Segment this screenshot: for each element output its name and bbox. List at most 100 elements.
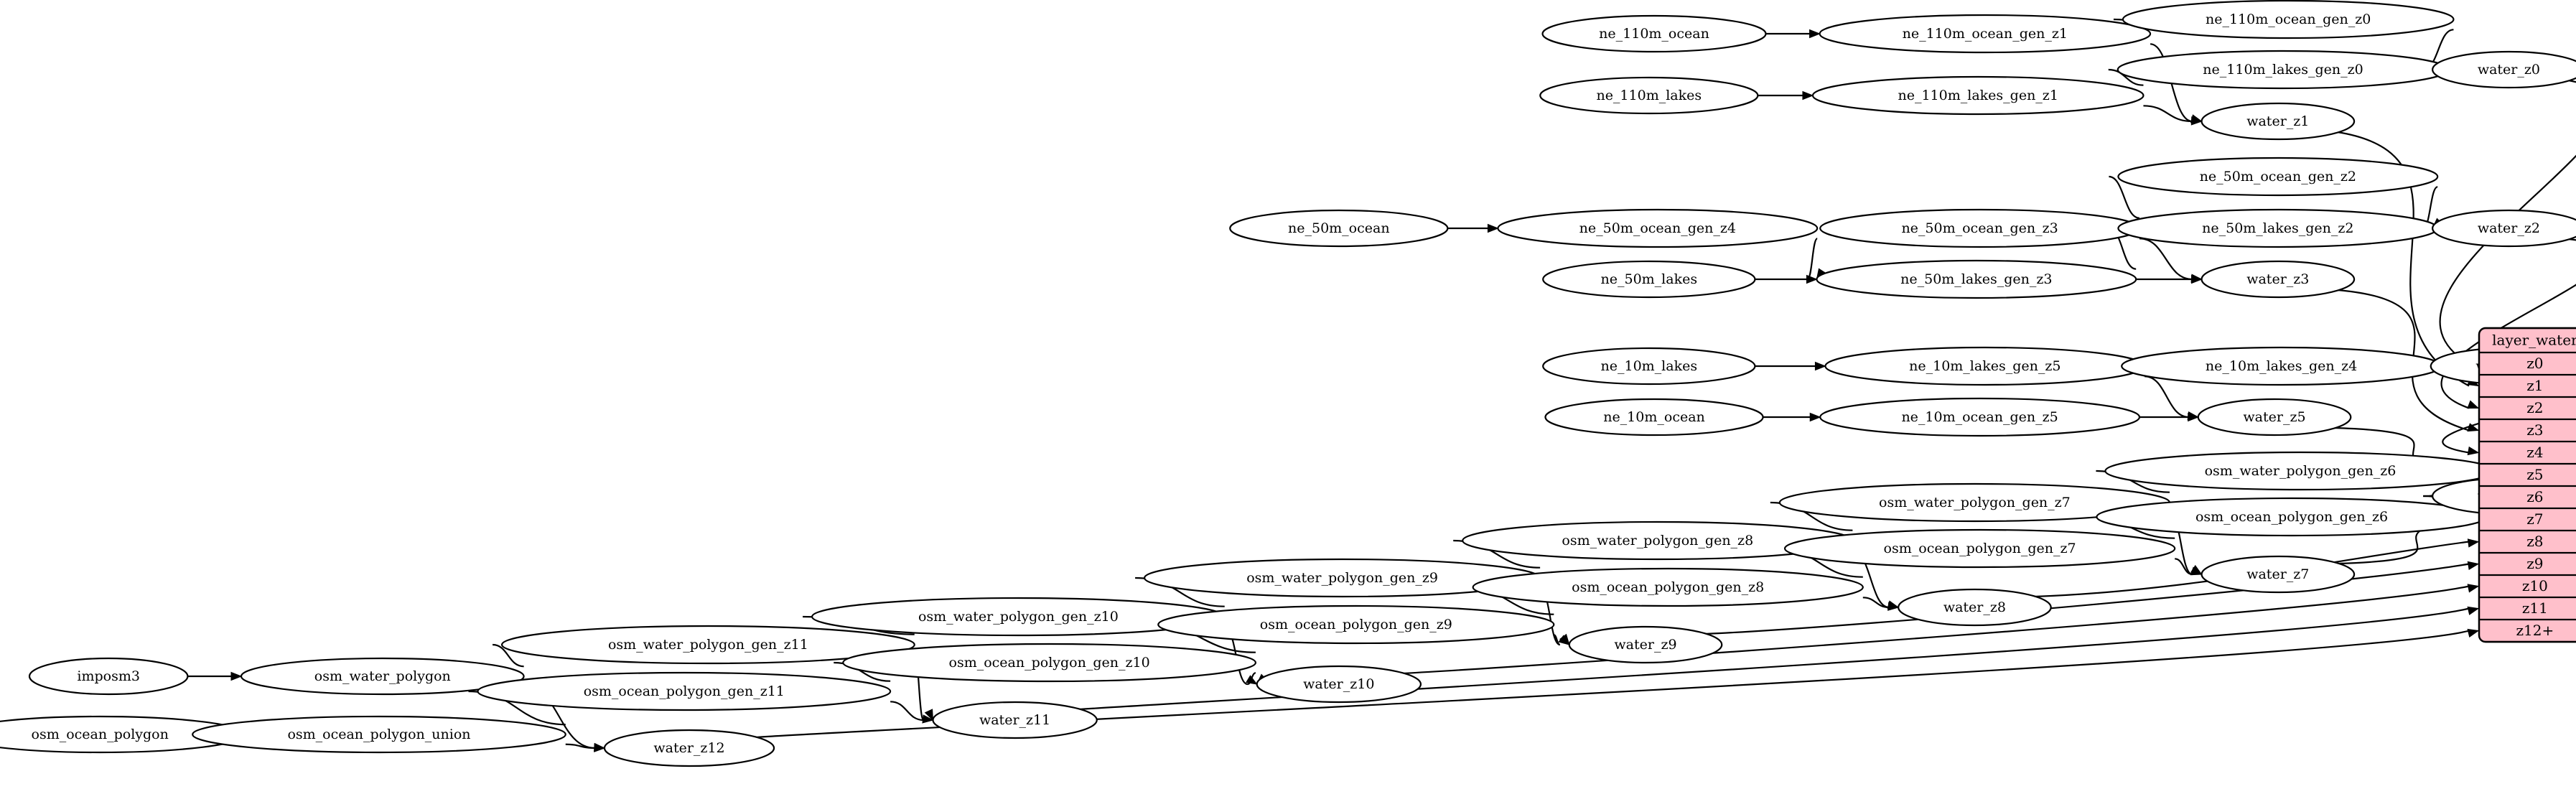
node-shape	[2117, 157, 2439, 197]
graph-node-water_z7[interactable]: water_z7	[2201, 555, 2356, 594]
graph-node-water_z12[interactable]: water_z12	[603, 729, 775, 767]
node-shape	[1229, 209, 1449, 248]
graph-node-ne_10m_lakes_gen_z4[interactable]: ne_10m_lakes_gen_z4	[2121, 346, 2442, 386]
node-label: osm_water_polygon_gen_z8	[1562, 533, 1753, 548]
edge-arrowhead	[2467, 606, 2480, 615]
graph-node-osm_ocean_polygon[interactable]: osm_ocean_polygon	[0, 715, 246, 754]
node-shape	[1898, 588, 2052, 627]
graph-node-ne_50m_ocean_gen_z2[interactable]: ne_50m_ocean_gen_z2	[2117, 157, 2439, 197]
graph-node-osm_water_polygon_gen_z10[interactable]: osm_water_polygon_gen_z10	[811, 597, 1226, 637]
graph-node-ne_50m_lakes[interactable]: ne_50m_lakes	[1542, 260, 1756, 299]
graph-node-ne_110m_ocean[interactable]: ne_110m_ocean	[1541, 14, 1767, 53]
node-label: ne_110m_lakes	[1596, 88, 1702, 103]
graph-node-ne_50m_ocean[interactable]: ne_50m_ocean	[1229, 209, 1449, 248]
record-row-z6[interactable]: z6	[2526, 488, 2543, 505]
graph-node-osm_ocean_polygon_gen_z6[interactable]: osm_ocean_polygon_gen_z6	[2096, 497, 2488, 537]
node-shape	[603, 729, 775, 767]
node-shape	[192, 715, 566, 754]
graph-node-osm_ocean_polygon_gen_z8[interactable]: osm_ocean_polygon_gen_z8	[1472, 567, 1864, 607]
graph-node-water_z8[interactable]: water_z8	[1898, 588, 2052, 627]
node-label: ne_110m_lakes_gen_z1	[1898, 88, 2058, 103]
graph-node-osm_ocean_polygon_gen_z10[interactable]: osm_ocean_polygon_gen_z10	[842, 643, 1257, 683]
graph-node-osm_water_polygon_gen_z7[interactable]: osm_water_polygon_gen_z7	[1778, 482, 2171, 523]
graph-node-water_z2[interactable]: water_z2	[2432, 209, 2576, 248]
record-row-z12+[interactable]: z12+	[2516, 622, 2554, 639]
graph-node-water_z1[interactable]: water_z1	[2201, 102, 2356, 141]
graph-node-osm_ocean_polygon_gen_z9[interactable]: osm_ocean_polygon_gen_z9	[1157, 604, 1555, 645]
node-shape	[1811, 75, 2145, 116]
record-row-z3[interactable]: z3	[2526, 421, 2543, 439]
edge-arrowhead	[2467, 400, 2480, 409]
edge-arrowhead	[2467, 561, 2480, 571]
graph-node-ne_10m_ocean_gen_z5[interactable]: ne_10m_ocean_gen_z5	[1819, 397, 2141, 437]
node-shape	[2197, 398, 2352, 436]
node-shape	[1542, 260, 1756, 299]
graph-node-water_z5[interactable]: water_z5	[2197, 398, 2352, 436]
record-row-z1[interactable]: z1	[2526, 377, 2543, 394]
record-node-layer-water[interactable]: layer_waterz0z1z2z3z4z5z6z7z8z9z10z11z12…	[2478, 327, 2576, 643]
graph-node-ne_10m_ocean[interactable]: ne_10m_ocean	[1544, 398, 1764, 436]
graph-node-ne_110m_lakes_gen_z0[interactable]: ne_110m_lakes_gen_z0	[2117, 50, 2450, 90]
record-row-z10[interactable]: z10	[2522, 577, 2548, 594]
graph-node-ne_10m_lakes[interactable]: ne_10m_lakes	[1542, 347, 1756, 386]
graph-edge	[755, 630, 2470, 739]
graph-node-ne_50m_lakes_gen_z2[interactable]: ne_50m_lakes_gen_z2	[2117, 208, 2439, 248]
record-row-z8[interactable]: z8	[2526, 533, 2543, 550]
node-layer: imposm3 osm_water_polygon osm_ocean_polygo…	[0, 0, 2576, 767]
node-label: osm_ocean_polygon_union	[287, 727, 470, 742]
graph-edge	[2143, 105, 2193, 123]
graph-node-osm_water_polygon_gen_z9[interactable]: osm_water_polygon_gen_z9	[1143, 558, 1541, 598]
graph-node-water_z0[interactable]: water_z0	[2432, 50, 2576, 89]
edge-arrowhead	[1487, 223, 1499, 233]
graph-node-water_z9[interactable]: water_z9	[1568, 625, 1723, 664]
record-row-z2[interactable]: z2	[2526, 399, 2543, 416]
edge-arrowhead	[924, 709, 934, 722]
graph-node-ne_110m_lakes[interactable]: ne_110m_lakes	[1539, 76, 1759, 115]
graph-node-osm_water_polygon_gen_z6[interactable]: osm_water_polygon_gen_z6	[2104, 451, 2496, 491]
graph-node-water_z3[interactable]: water_z3	[2201, 260, 2356, 299]
graph-node-imposm3[interactable]: imposm3	[28, 657, 189, 696]
edge-arrowhead	[2467, 628, 2480, 638]
node-label: ne_10m_lakes_gen_z5	[1909, 358, 2061, 374]
graph-node-water_z10[interactable]: water_z10	[1256, 665, 1422, 704]
graph-node-ne_10m_lakes_gen_z5[interactable]: ne_10m_lakes_gen_z5	[1824, 346, 2146, 386]
graph-node-ne_110m_lakes_gen_z1[interactable]: ne_110m_lakes_gen_z1	[1811, 75, 2145, 116]
graph-node-ne_50m_lakes_gen_z3[interactable]: ne_50m_lakes_gen_z3	[1816, 259, 2137, 299]
graph-node-ne_110m_ocean_gen_z0[interactable]: ne_110m_ocean_gen_z0	[2122, 0, 2455, 39]
node-shape	[1497, 208, 1819, 248]
record-row-z9[interactable]: z9	[2526, 555, 2543, 572]
graph-node-ne_110m_ocean_gen_z1[interactable]: ne_110m_ocean_gen_z1	[1819, 14, 2152, 54]
node-label: ne_50m_ocean_gen_z4	[1579, 220, 1736, 236]
record-row-z4[interactable]: z4	[2526, 444, 2543, 461]
node-shape	[1819, 14, 2152, 54]
graph-node-osm_ocean_polygon_gen_z11[interactable]: osm_ocean_polygon_gen_z11	[477, 671, 892, 711]
graph-edge	[1806, 238, 1819, 281]
edge-arrowhead	[2190, 566, 2203, 576]
node-label: osm_ocean_polygon_gen_z9	[1260, 617, 1452, 632]
graph-node-osm_water_polygon[interactable]: osm_water_polygon	[240, 657, 525, 696]
record-row-z5[interactable]: z5	[2526, 466, 2543, 483]
graph-edge	[1862, 597, 1890, 609]
node-label: ne_10m_lakes	[1601, 358, 1698, 374]
node-label: osm_water_polygon	[314, 668, 451, 684]
node-label: water_z11	[979, 712, 1050, 728]
graph-node-water_z11[interactable]: water_z11	[932, 701, 1098, 739]
edge-arrowhead	[594, 743, 606, 752]
edge-arrowhead	[1809, 412, 1821, 422]
record-row-z0[interactable]: z0	[2526, 355, 2543, 372]
graph-node-osm_ocean_polygon_gen_z7[interactable]: osm_ocean_polygon_gen_z7	[1783, 528, 2176, 569]
edge-arrowhead	[2191, 274, 2203, 284]
graph-edge	[2337, 131, 2470, 387]
edge-arrowhead	[2467, 538, 2480, 548]
record-row-z7[interactable]: z7	[2526, 510, 2543, 528]
node-label: ne_10m_ocean	[1603, 409, 1705, 425]
graph-node-ne_50m_ocean_gen_z3[interactable]: ne_50m_ocean_gen_z3	[1819, 208, 2141, 248]
record-row-z11[interactable]: z11	[2522, 599, 2548, 617]
node-label: water_z10	[1303, 676, 1374, 692]
graph-node-osm_water_polygon_gen_z11[interactable]: osm_water_polygon_gen_z11	[500, 625, 915, 665]
graph-node-osm_ocean_polygon_union[interactable]: osm_ocean_polygon_union	[192, 715, 566, 754]
graph-node-ne_50m_ocean_gen_z4[interactable]: ne_50m_ocean_gen_z4	[1497, 208, 1819, 248]
node-shape	[1542, 347, 1756, 386]
node-shape	[1544, 398, 1764, 436]
